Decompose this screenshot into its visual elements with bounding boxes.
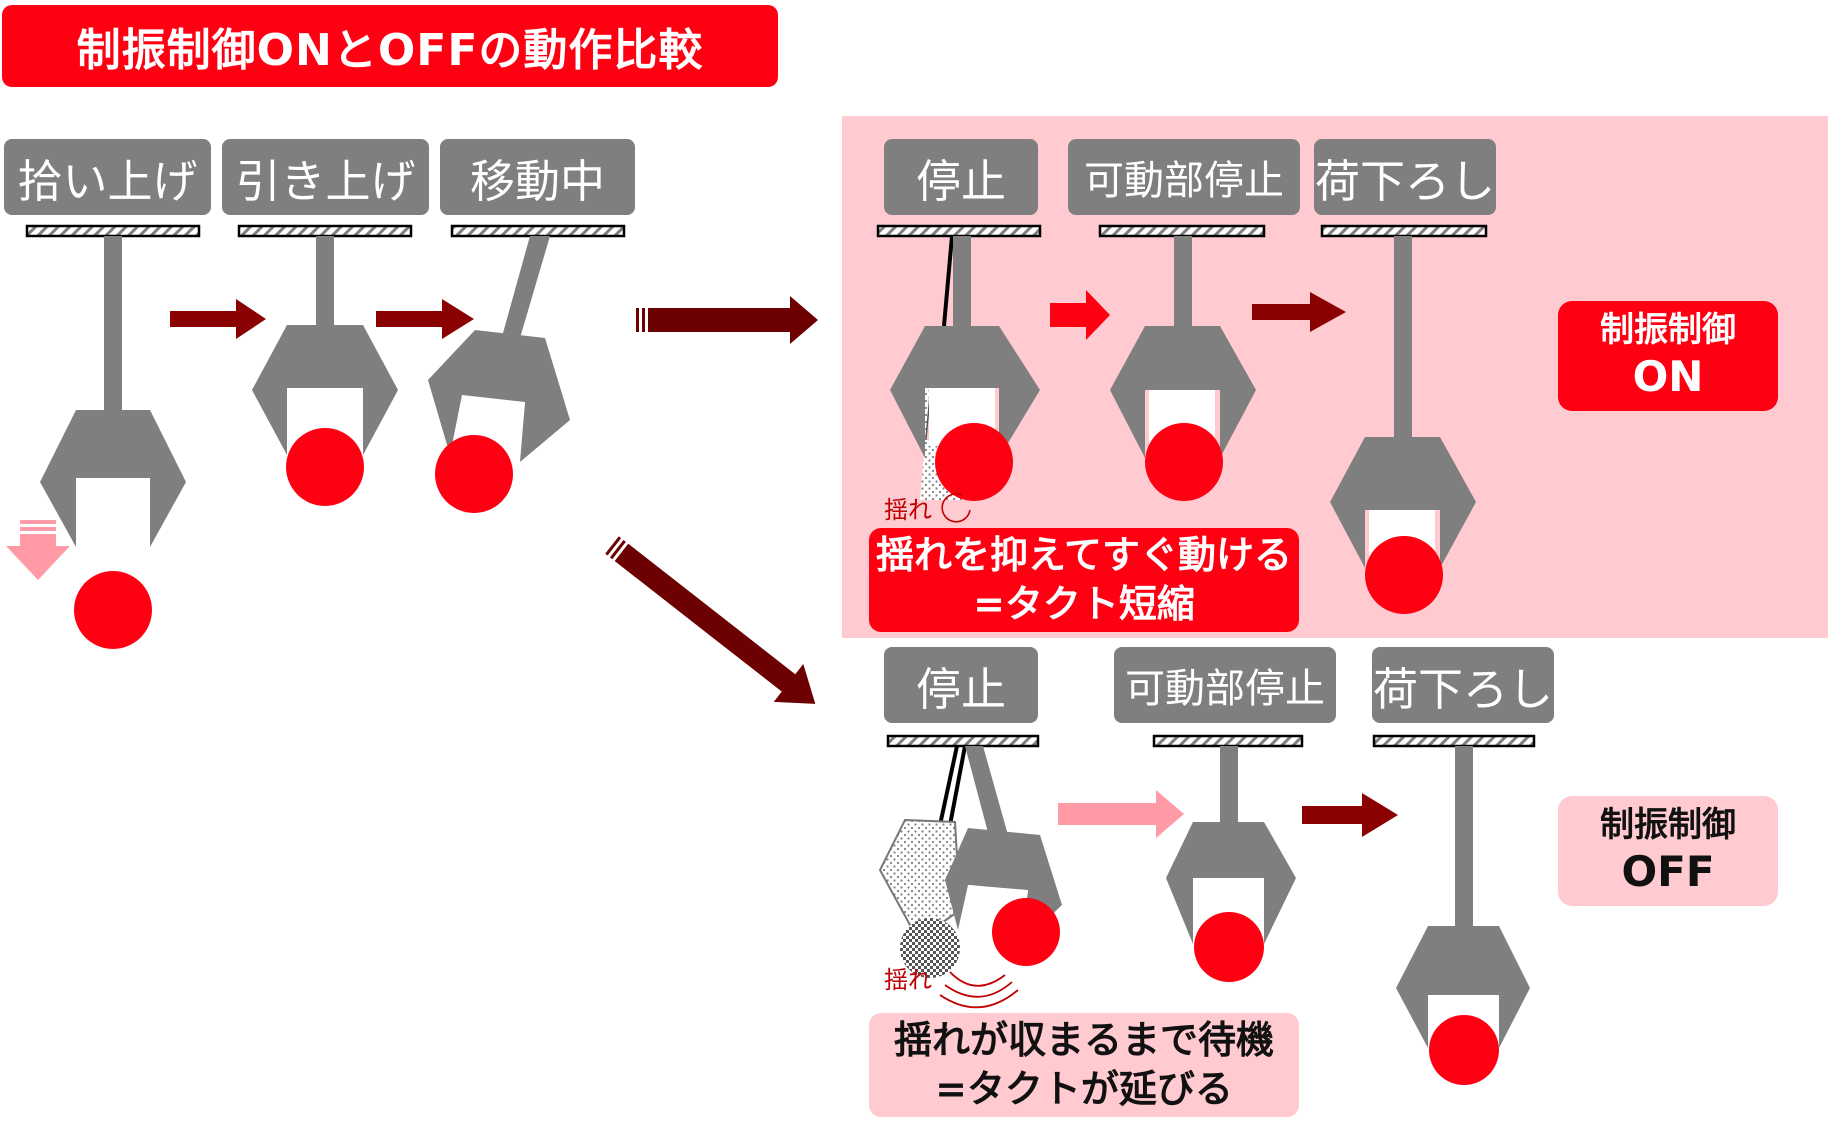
label-off-unload: 荷下ろし	[1372, 647, 1554, 723]
ball-icon	[935, 423, 1013, 501]
message-on-line1: 揺れを抑えてすぐ動ける	[875, 532, 1293, 577]
ball-icon	[1194, 912, 1264, 982]
badge-off-line2: OFF	[1621, 847, 1715, 896]
label-off-movable-stop: 可動部停止	[1114, 647, 1336, 723]
arrow-icon	[170, 296, 818, 344]
message-on-line2: =タクト短縮	[973, 582, 1195, 626]
label-moving: 移動中	[440, 139, 635, 215]
arrow-icon	[1252, 292, 1346, 332]
ball-icon	[1429, 1015, 1499, 1085]
gripper-lift	[252, 236, 398, 506]
ball-icon	[1365, 536, 1443, 614]
badge-on-line1: 制振制御	[1600, 309, 1736, 350]
arrow-icon	[1050, 290, 1110, 340]
ball-icon	[435, 435, 513, 513]
gripper-on-stop	[890, 235, 1040, 523]
gripper-on-movable-stop	[1110, 236, 1256, 501]
badge-control-on: 制振制御 ON	[1558, 301, 1778, 411]
ball-icon	[1145, 423, 1223, 501]
label-on-movable-stop: 可動部停止	[1068, 139, 1300, 215]
label-off-stop: 停止	[884, 647, 1038, 723]
sway-label-off: 揺れ	[884, 966, 932, 994]
label-pickup: 拾い上げ	[4, 139, 211, 215]
gripper-on-unload	[1330, 236, 1476, 614]
badge-control-off: 制振制御 OFF	[1558, 796, 1778, 906]
gripper-pickup	[6, 236, 186, 649]
gripper-off-unload	[1396, 746, 1530, 1085]
down-arrow-icon	[6, 520, 70, 580]
label-on-stop: 停止	[884, 139, 1038, 215]
ball-icon	[74, 571, 152, 649]
diagram-title: 制振制御ONとOFFの動作比較	[2, 5, 778, 87]
gripper-off-stop	[878, 745, 1062, 1009]
badge-off-line1: 制振制御	[1600, 804, 1736, 845]
gripper-off-movable-stop	[1166, 746, 1296, 982]
sway-label-on: 揺れ	[884, 496, 932, 524]
arrow-icon	[1058, 790, 1398, 838]
badge-on-line2: ON	[1632, 352, 1704, 401]
label-lift: 引き上げ	[222, 139, 429, 215]
label-on-unload: 荷下ろし	[1314, 139, 1496, 215]
ball-icon	[286, 428, 364, 506]
diagonal-arrow-icon	[605, 536, 816, 704]
message-off-line1: 揺れが収まるまで待機	[893, 1017, 1274, 1062]
message-on: 揺れを抑えてすぐ動ける =タクト短縮	[869, 528, 1299, 632]
message-off: 揺れが収まるまで待機 =タクトが延びる	[869, 1013, 1299, 1117]
message-off-line2: =タクトが延びる	[935, 1067, 1233, 1111]
ball-icon	[992, 898, 1060, 966]
gripper-moving	[428, 236, 570, 513]
